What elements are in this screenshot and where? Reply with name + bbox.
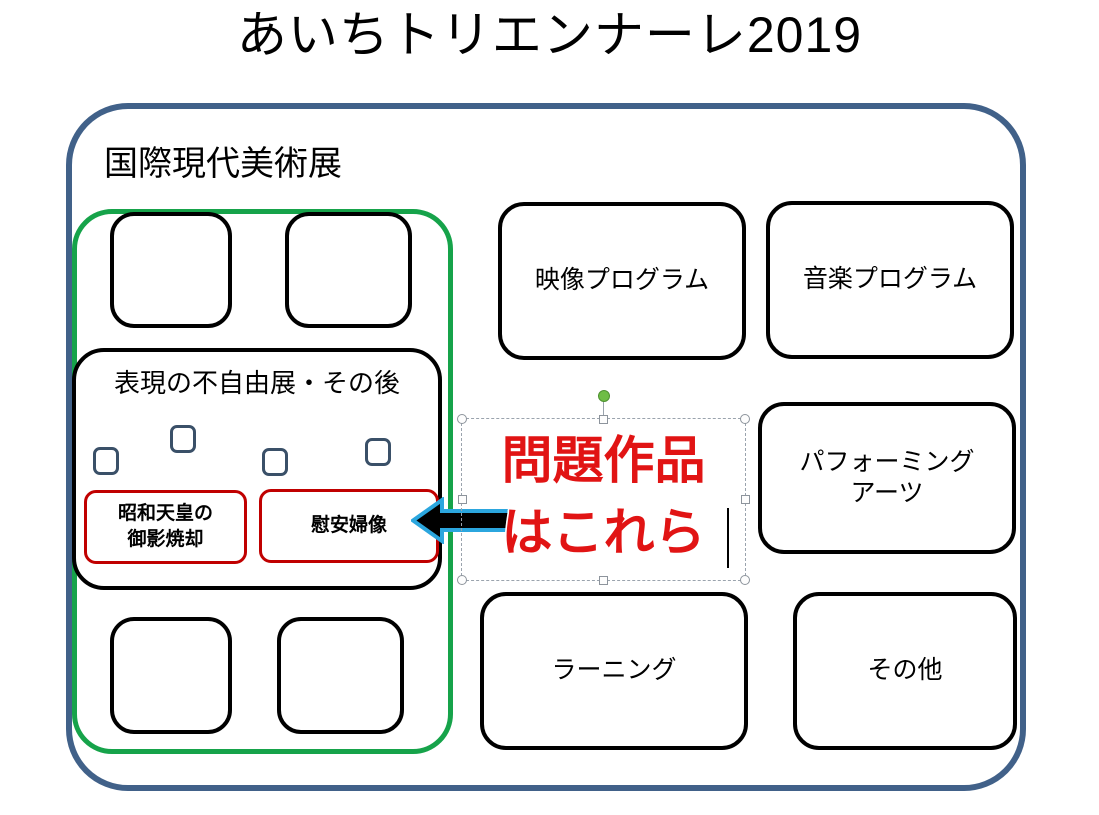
placeholder-card-bottom-right[interactable] bbox=[277, 617, 404, 734]
resize-handle-bottom-right[interactable] bbox=[740, 575, 750, 585]
placeholder-card-top-left[interactable] bbox=[110, 212, 232, 328]
left-arrow-icon[interactable] bbox=[411, 497, 513, 544]
section-heading-international-art: 国際現代美術展 bbox=[104, 145, 342, 183]
mini-artwork-square-3[interactable] bbox=[262, 448, 288, 476]
rotation-handle[interactable] bbox=[597, 390, 610, 402]
exhibition-group-label: 表現の不自由展・その後 bbox=[113, 368, 400, 398]
text-cursor-caret bbox=[727, 508, 729, 568]
program-card-learning[interactable]: ラーニング bbox=[480, 592, 748, 750]
resize-handle-top-left[interactable] bbox=[457, 414, 467, 424]
program-card-video[interactable]: 映像プログラム bbox=[498, 202, 746, 360]
resize-handle-bottom-middle[interactable] bbox=[599, 575, 608, 585]
rotation-handle-stem bbox=[603, 401, 604, 419]
selected-text-box[interactable]: 問題作品 はこれら bbox=[457, 390, 750, 585]
resize-handle-top-right[interactable] bbox=[740, 414, 750, 424]
mini-artwork-square-1[interactable] bbox=[93, 447, 119, 475]
problem-work-card-showa-emperor[interactable]: 昭和天皇の 御影焼却 bbox=[84, 490, 247, 564]
resize-handle-bottom-left[interactable] bbox=[457, 575, 467, 585]
placeholder-card-bottom-left[interactable] bbox=[110, 617, 232, 734]
program-card-performing-arts[interactable]: パフォーミング アーツ bbox=[758, 402, 1016, 554]
resize-handle-right-middle[interactable] bbox=[740, 495, 750, 504]
mini-artwork-square-2[interactable] bbox=[170, 425, 196, 453]
program-card-other[interactable]: その他 bbox=[793, 592, 1017, 750]
resize-handle-top-middle[interactable] bbox=[599, 414, 608, 424]
page-title: あいちトリエンナーレ2019 bbox=[236, 7, 863, 63]
callout-text[interactable]: 問題作品 はこれら bbox=[501, 432, 706, 562]
placeholder-card-top-right[interactable] bbox=[285, 212, 412, 328]
program-card-music[interactable]: 音楽プログラム bbox=[766, 201, 1014, 359]
mini-artwork-square-4[interactable] bbox=[365, 438, 391, 466]
resize-handle-left-middle[interactable] bbox=[457, 495, 467, 504]
